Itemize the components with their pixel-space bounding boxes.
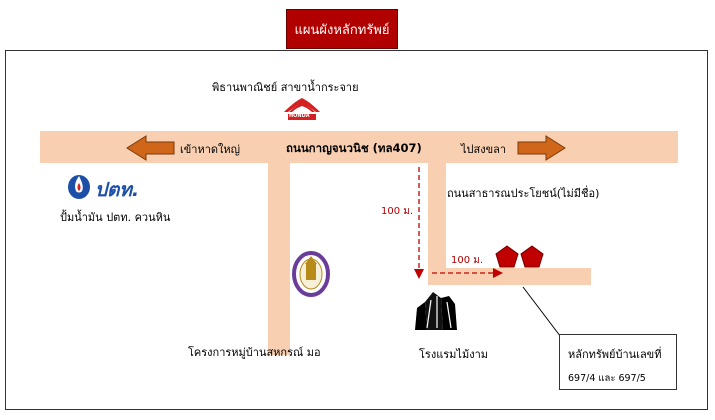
public-road-vertical <box>428 163 446 285</box>
left-direction-label: เข้าหาดใหญ่ <box>180 143 241 156</box>
map-frame <box>5 50 708 410</box>
ptt-flame-icon <box>68 175 90 199</box>
honda-dealer-label: พิธานพาณิชย์ สาขาน้ำกระจาย <box>212 81 359 94</box>
map-title: แผนผังหลักทรัพย์ <box>286 9 398 49</box>
right-direction-label: ไปสงขลา <box>461 143 507 156</box>
hotel-label: โรงแรมไม้งาม <box>419 348 489 361</box>
distance-vertical-label: 100 ม. <box>381 206 414 217</box>
property-marker-icon <box>495 245 544 268</box>
ptt-station-label: ปั้มน้ำมัน ปตท. ควนหิน <box>60 211 171 224</box>
housing-project-label: โครงการหมู่บ้านสหกรณ์ มอ <box>188 346 321 359</box>
distance-horizontal-label: 100 ม. <box>451 255 484 266</box>
main-road-label: ถนนกาญจนวนิช (ทล407) <box>286 141 422 155</box>
note-line-2: 697/4 และ 697/5 <box>568 373 646 384</box>
left-arrow-icon <box>126 135 175 161</box>
honda-logo-text: HONDA <box>289 113 310 119</box>
right-arrow-icon <box>517 135 566 161</box>
housing-road <box>268 163 290 355</box>
public-road-label: ถนนสาธารณประโยชน์(ไม่มีชื่อ) <box>447 187 600 200</box>
university-emblem-icon <box>292 251 330 297</box>
hotel-building-icon <box>415 292 457 330</box>
honda-wing-icon <box>284 98 320 120</box>
property-note-box: หลักทรัพย์บ้านเลขที่ 697/4 และ 697/5 <box>559 334 677 390</box>
distance-dashed-lines <box>414 167 503 279</box>
ptt-logo-text: ปตท. <box>95 179 140 201</box>
note-line-1: หลักทรัพย์บ้านเลขที่ <box>568 348 662 361</box>
public-road-horizontal <box>428 268 591 285</box>
